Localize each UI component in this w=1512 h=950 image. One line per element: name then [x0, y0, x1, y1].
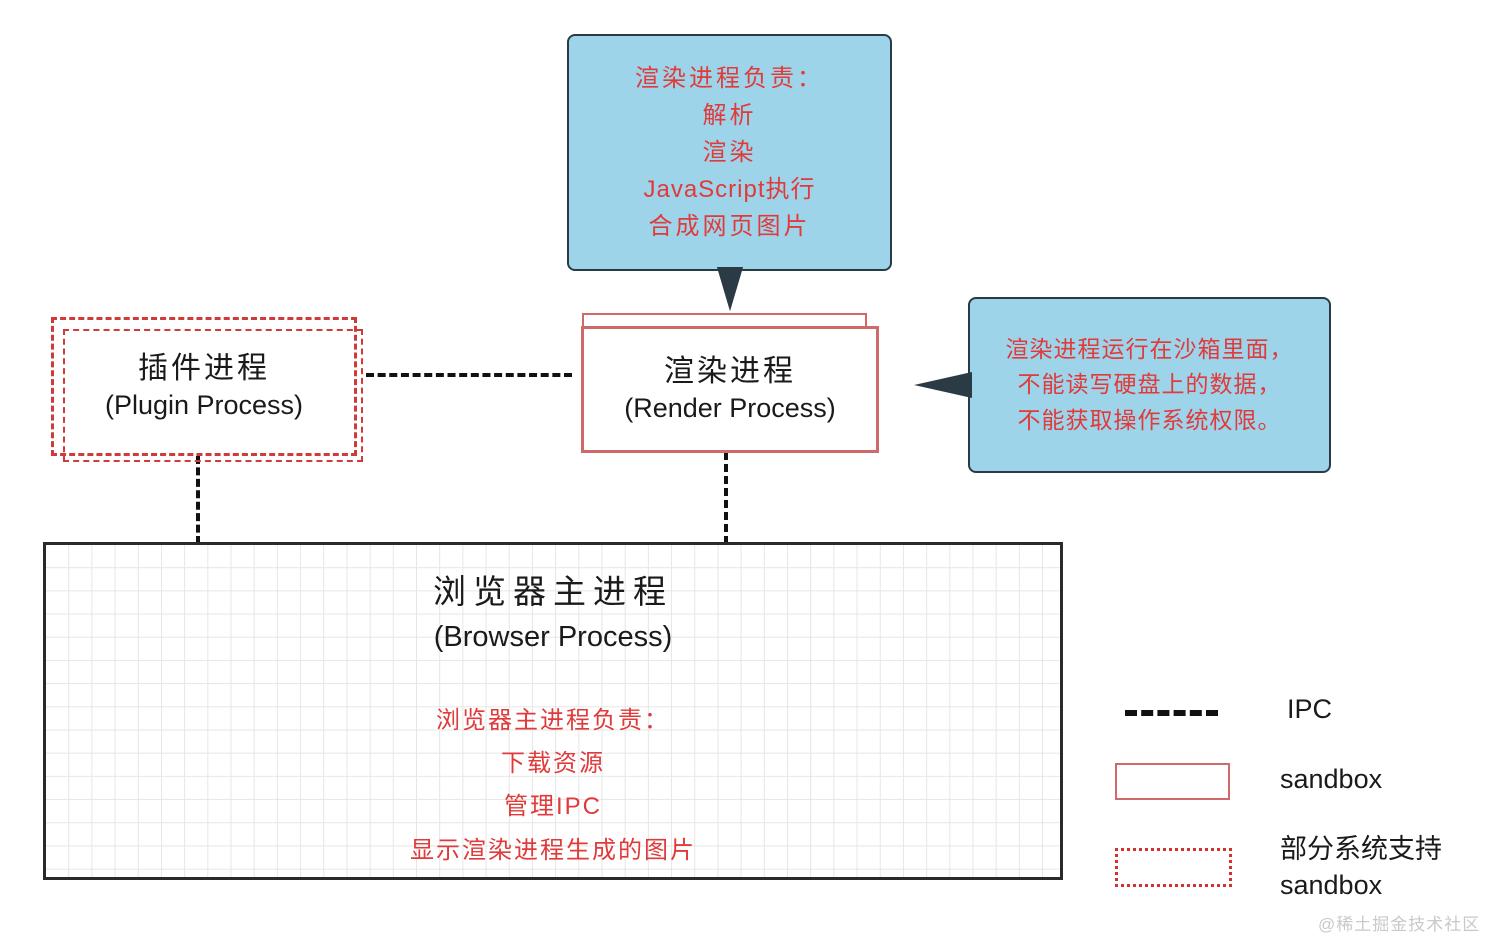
- render-callout-line-3: 渲染: [702, 138, 757, 166]
- browser-process-box: 浏览器主进程 (Browser Process) 浏览器主进程负责： 下载资源 …: [43, 542, 1063, 880]
- ipc-line-plugin-to-render: [366, 373, 572, 377]
- browser-process-duties: 浏览器主进程负责： 下载资源 管理IPC 显示渲染进程生成的图片: [410, 699, 696, 872]
- sandbox-callout-line-3: 不能获取操作系统权限。: [1017, 406, 1282, 433]
- legend-ipc-label: IPC: [1287, 694, 1333, 724]
- legend-sandbox-label: sandbox: [1280, 764, 1383, 794]
- sandbox-callout-line-1: 渲染进程运行在沙箱里面，: [1005, 335, 1294, 362]
- ipc-line-plugin-to-browser: [196, 456, 200, 544]
- legend-sandbox-rect-icon: [1115, 763, 1230, 800]
- sandbox-note-callout: 渲染进程运行在沙箱里面， 不能读写硬盘上的数据， 不能获取操作系统权限。: [914, 297, 1331, 473]
- browser-duty-line-4: 显示渲染进程生成的图片: [410, 836, 696, 864]
- render-callout-line-2: 解析: [702, 101, 757, 129]
- render-callout-line-4: JavaScript执行: [643, 176, 816, 204]
- browser-process-title-cn: 浏览器主进程: [433, 573, 673, 610]
- callout-tail-left-icon: [914, 372, 972, 398]
- sandbox-callout-line-2: 不能读写硬盘上的数据，: [1017, 371, 1282, 398]
- browser-process-content: 浏览器主进程 (Browser Process) 浏览器主进程负责： 下载资源 …: [46, 571, 1060, 872]
- browser-duty-line-1: 浏览器主进程负责：: [436, 707, 670, 735]
- render-duties-callout: 渲染进程负责： 解析 渲染 JavaScript执行 合成网页图片: [567, 34, 892, 311]
- plugin-process-box: 插件进程 (Plugin Process): [51, 317, 363, 462]
- browser-duty-line-2: 下载资源: [501, 750, 605, 778]
- browser-process-title-en: (Browser Process): [433, 620, 673, 653]
- render-callout-line-1: 渲染进程负责：: [635, 64, 824, 92]
- plugin-process-title-en: (Plugin Process): [104, 389, 304, 420]
- legend-partial-sandbox-label-line2: sandbox: [1280, 869, 1383, 900]
- browser-duty-line-3: 管理IPC: [503, 793, 602, 821]
- render-process-title-cn: 渲染进程: [664, 355, 796, 389]
- plugin-process-title-cn: 插件进程: [138, 352, 270, 386]
- render-callout-line-5: 合成网页图片: [648, 213, 811, 241]
- render-process-box: 渲染进程 (Render Process): [581, 326, 879, 453]
- callout-tail-down-icon: [716, 267, 743, 311]
- legend-partial-sandbox-label-line1: 部分系统支持: [1280, 834, 1442, 864]
- legend: IPC sandbox 部分系统支持 sandbox: [1100, 680, 1500, 910]
- legend-partial-sandbox-label: 部分系统支持 sandbox: [1280, 832, 1442, 903]
- legend-partial-sandbox-rect-icon: [1115, 848, 1232, 887]
- legend-ipc-dashed-line-icon: [1125, 710, 1218, 716]
- render-process-title-en: (Render Process): [624, 392, 836, 423]
- watermark: @稀土掘金技术社区: [1318, 915, 1481, 934]
- ipc-line-render-to-browser: [724, 452, 728, 544]
